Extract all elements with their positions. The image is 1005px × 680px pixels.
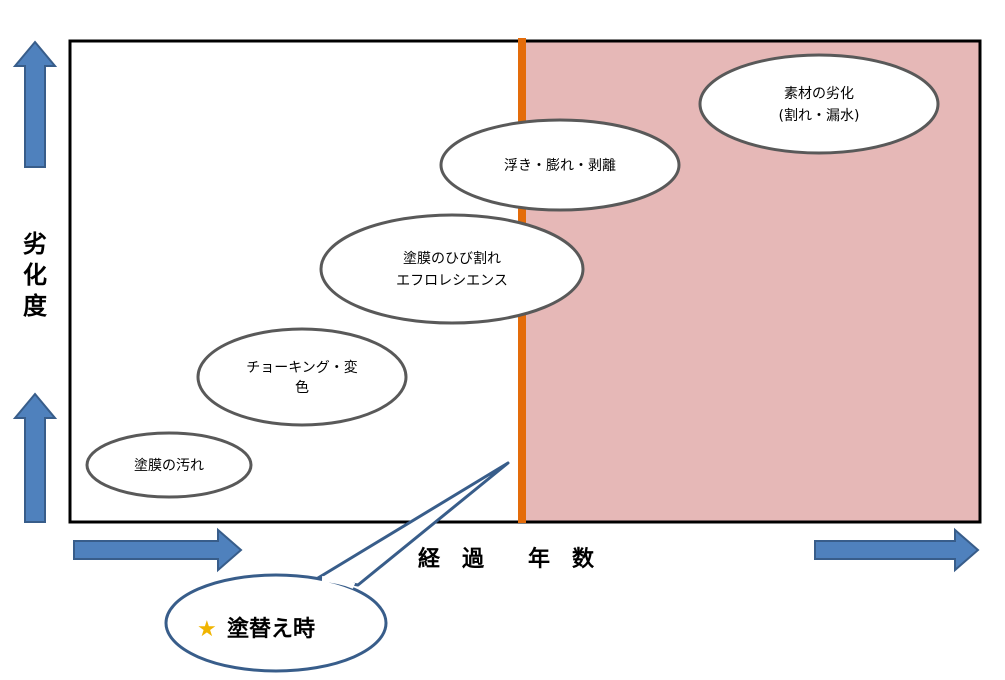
y-axis-label-char: 劣 bbox=[23, 230, 47, 258]
stage-ellipse: 塗膜のひび割れ エフロレシエンス bbox=[319, 213, 585, 325]
arrow-right-icon bbox=[73, 527, 243, 573]
stage-label: 素材の劣化 bbox=[784, 86, 854, 102]
stage-ellipse: 素材の劣化 (割れ・漏水) bbox=[698, 53, 940, 155]
stage-label: エフロレシエンス bbox=[396, 273, 508, 289]
stage-label: (割れ・漏水) bbox=[779, 107, 860, 124]
y-axis-label-char: 化 bbox=[23, 261, 47, 289]
stage-label: 浮き・膨れ・剥離 bbox=[504, 157, 616, 174]
stage-label: 塗膜のひび割れ bbox=[403, 250, 501, 267]
x-axis-label: 経 過 年 数 bbox=[418, 546, 595, 572]
repaint-timing-callout: ★ 塗替え時 bbox=[164, 461, 510, 673]
stage-label: 色 bbox=[295, 379, 309, 396]
callout-label: 塗替え時 bbox=[227, 616, 315, 642]
stage-label: 塗膜の汚れ bbox=[134, 457, 204, 474]
stage-ellipse: チョーキング・変 色 bbox=[196, 327, 408, 427]
arrow-up-icon bbox=[12, 40, 58, 168]
y-axis-label-char: 度 bbox=[23, 292, 48, 320]
stage-label: チョーキング・変 bbox=[246, 359, 358, 376]
arrow-right-icon bbox=[814, 527, 980, 573]
stage-ellipse: 塗膜の汚れ bbox=[85, 431, 253, 499]
stage-ellipse: 浮き・膨れ・剥離 bbox=[439, 118, 681, 212]
star-icon: ★ bbox=[197, 617, 217, 642]
arrow-up-icon bbox=[12, 392, 58, 523]
